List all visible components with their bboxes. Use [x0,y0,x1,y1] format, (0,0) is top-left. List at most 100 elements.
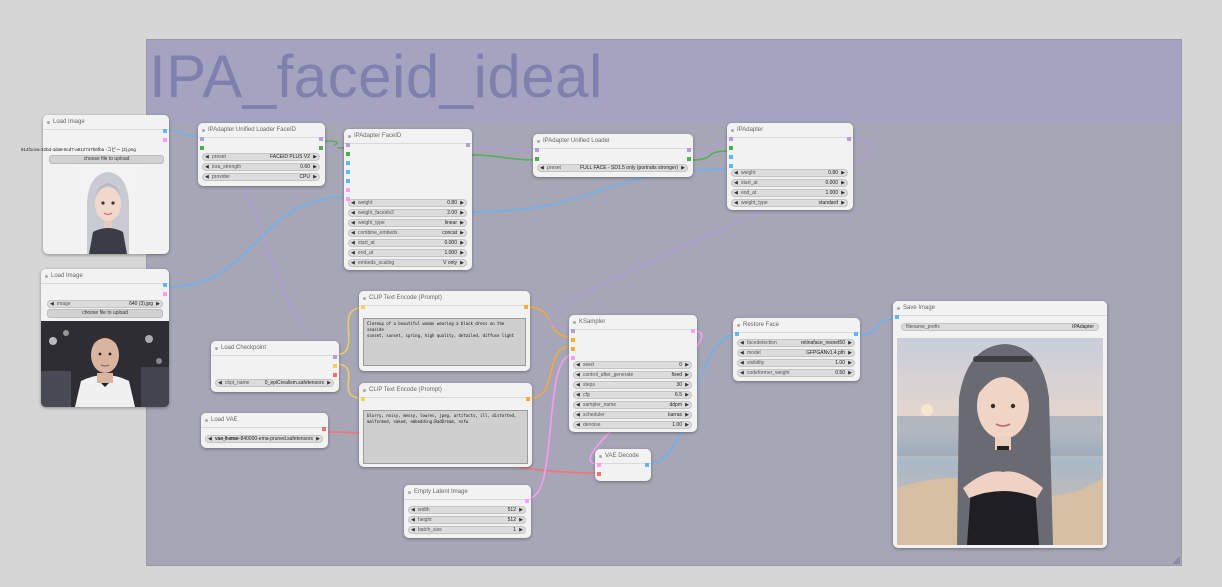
connection-slot[interactable] [346,170,350,174]
increment-arrow-icon[interactable]: ▶ [460,210,464,216]
widget-provider[interactable]: ◀ provider CPU ▶ [202,173,320,181]
connection-slot[interactable] [319,146,323,150]
increment-arrow-icon[interactable]: ▶ [327,380,331,386]
node-title[interactable]: VAE Decode [595,449,651,464]
increment-arrow-icon[interactable]: ▶ [685,402,689,408]
increment-arrow-icon[interactable]: ▶ [841,190,845,196]
connection-slot[interactable] [333,364,337,368]
connection-slot[interactable] [571,338,575,342]
node-load-image-2[interactable]: Load Image ◀ image 640 (3).jpg ▶ choose … [41,269,169,407]
decrement-arrow-icon[interactable]: ◀ [576,402,580,408]
increment-arrow-icon[interactable]: ▶ [460,240,464,246]
connection-slot[interactable] [361,305,365,309]
node-title[interactable]: CLIP Text Encode (Prompt) [359,383,532,398]
connection-slot[interactable] [200,137,204,141]
increment-arrow-icon[interactable]: ▶ [313,154,317,160]
connection-slot[interactable] [571,356,575,360]
decrement-arrow-icon[interactable]: ◀ [540,165,544,171]
connection-slot[interactable] [735,332,739,336]
decrement-arrow-icon[interactable]: ◀ [740,340,744,346]
connection-slot[interactable] [361,397,365,401]
widget-lora-strength[interactable]: ◀ lora_strength 0.60 ▶ [202,163,320,171]
increment-arrow-icon[interactable]: ▶ [685,412,689,418]
decrement-arrow-icon[interactable]: ◀ [351,260,355,266]
group-header[interactable]: IPA_faceid_ideal [147,40,1181,124]
decrement-arrow-icon[interactable]: ◀ [740,350,744,356]
node-title[interactable]: CLIP Text Encode (Prompt) [359,291,530,306]
connection-slot[interactable] [319,137,323,141]
increment-arrow-icon[interactable]: ▶ [685,382,689,388]
connection-slot[interactable] [333,373,337,377]
prompt-textarea[interactable]: blurry, noisy, messy, lowres, jpeg, arti… [363,410,528,464]
prompt-textarea[interactable]: Closeup of a beautiful woman wearing a b… [363,318,526,366]
connection-slot[interactable] [163,292,167,296]
node-title[interactable]: IPAdapter FaceID [344,129,472,144]
increment-arrow-icon[interactable]: ▶ [313,174,317,180]
decrement-arrow-icon[interactable]: ◀ [740,360,744,366]
node-title[interactable]: Empty Latent Image [404,485,531,500]
node-title[interactable]: Save Image [893,301,1107,316]
connection-slot[interactable] [524,305,528,309]
decrement-arrow-icon[interactable]: ◀ [205,164,209,170]
node-title[interactable]: Load Image [43,115,169,130]
increment-arrow-icon[interactable]: ▶ [685,362,689,368]
increment-arrow-icon[interactable]: ▶ [519,507,523,513]
connection-slot[interactable] [729,164,733,168]
node-title[interactable]: Load Image [41,269,169,284]
increment-arrow-icon[interactable]: ▶ [460,250,464,256]
connection-slot[interactable] [535,148,539,152]
decrement-arrow-icon[interactable]: ◀ [576,422,580,428]
connection-slot[interactable] [597,472,601,476]
connection-slot[interactable] [346,152,350,156]
widget-preset[interactable]: ◀ preset FACEID PLUS V2 ▶ [202,153,320,161]
decrement-arrow-icon[interactable]: ◀ [576,392,580,398]
node-title[interactable]: Load VAE [201,413,328,428]
increment-arrow-icon[interactable]: ▶ [156,301,160,307]
connection-slot[interactable] [163,138,167,142]
connection-slot[interactable] [346,161,350,165]
connection-slot[interactable] [466,143,470,147]
upload-button[interactable]: choose file to upload [49,155,164,164]
connection-slot[interactable] [526,397,530,401]
increment-arrow-icon[interactable]: ▶ [316,436,320,442]
connection-slot[interactable] [847,137,851,141]
increment-arrow-icon[interactable]: ▶ [841,170,845,176]
increment-arrow-icon[interactable]: ▶ [848,370,852,376]
decrement-arrow-icon[interactable]: ◀ [576,412,580,418]
increment-arrow-icon[interactable]: ▶ [313,164,317,170]
increment-arrow-icon[interactable]: ▶ [519,517,523,523]
connection-slot[interactable] [571,347,575,351]
connection-slot[interactable] [346,179,350,183]
connection-slot[interactable] [346,143,350,147]
increment-arrow-icon[interactable]: ▶ [848,360,852,366]
connection-slot[interactable] [687,157,691,161]
node-load-image-1[interactable]: Load Image choose file to upload [43,115,169,254]
widget-filename-prefix[interactable]: filename_prefix IPAdapter [901,323,1099,331]
increment-arrow-icon[interactable]: ▶ [685,392,689,398]
node-title[interactable]: IPAdapter Unified Loader [533,134,693,149]
